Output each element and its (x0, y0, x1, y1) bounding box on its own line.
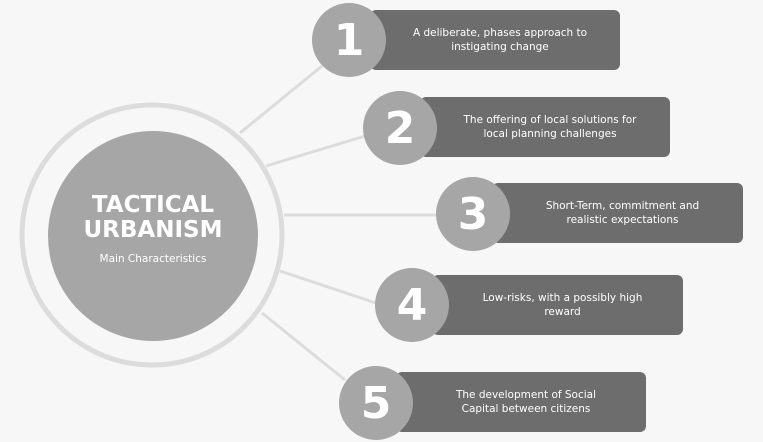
item-box-1: A deliberate, phases approach to instiga… (370, 10, 620, 70)
item-text-5: The development of Social Capital betwee… (455, 389, 597, 415)
connector-4 (279, 269, 377, 305)
item-box-5: The development of Social Capital betwee… (396, 372, 646, 432)
item-number-3: 3 (436, 177, 510, 251)
title-line-1: TACTICAL (91, 192, 215, 218)
connector-1 (239, 64, 323, 135)
center-title: TACTICAL URBANISM (48, 193, 258, 243)
outer-ring (19, 102, 285, 368)
item-number-4: 4 (375, 268, 449, 342)
connector-5 (261, 311, 346, 382)
connector-2 (265, 134, 366, 168)
item-text-2: The offering of local solutions for loca… (463, 114, 637, 140)
item-text-3: Short-Term, commitment and realistic exp… (545, 200, 700, 226)
center-circle: TACTICAL URBANISM Main Characteristics (48, 131, 258, 341)
item-number-5: 5 (339, 366, 413, 440)
item-number-1: 1 (312, 3, 386, 77)
title-line-2: URBANISM (83, 217, 223, 243)
item-text-4: Low-risks, with a possibly high reward (482, 292, 643, 318)
center-subtitle: Main Characteristics (99, 253, 207, 265)
item-box-4: Low-risks, with a possibly high reward (432, 275, 683, 335)
item-text-1: A deliberate, phases approach to instiga… (412, 27, 588, 53)
item-box-3: Short-Term, commitment and realistic exp… (492, 183, 743, 243)
item-box-2: The offering of local solutions for loca… (420, 97, 670, 157)
item-number-2: 2 (363, 91, 437, 165)
